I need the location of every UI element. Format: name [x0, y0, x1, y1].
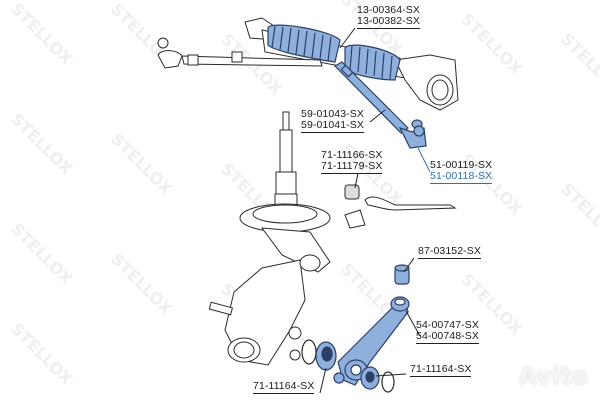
label-arm-bushing-top: 87-03152-SX — [418, 245, 481, 259]
label-stabilizer-bushing: 71-11166-SX 71-11179-SX — [321, 149, 383, 174]
part-number: 13-00382-SX — [357, 15, 420, 29]
label-tie-rod: 59-01043-SX 59-01041-SX — [301, 109, 364, 133]
left-tie-rod — [157, 37, 323, 69]
part-number: 54-00748-SX — [416, 330, 479, 344]
label-steering-rack-boot: 13-00364-SX 13-00382-SX — [357, 5, 420, 29]
svg-text:STELLOX: STELLOX — [7, 319, 76, 388]
part-number: 71-11164-SX — [410, 363, 472, 377]
part-number: 71-11166-SX — [321, 149, 383, 161]
silent-block-right — [360, 366, 395, 393]
svg-text:STELLOX: STELLOX — [107, 249, 176, 318]
svg-text:STELLOX: STELLOX — [7, 0, 76, 69]
svg-text:STELLOX: STELLOX — [557, 179, 600, 248]
label-tie-rod-end: 51-00119-SX 51-00118-SX — [430, 159, 493, 184]
label-control-arm: 54-00747-SX 54-00748-SX — [416, 320, 479, 344]
arm-bushing-top — [394, 264, 410, 285]
part-number: 13-00364-SX — [357, 4, 420, 16]
tie-rod-end — [398, 119, 427, 149]
part-number: 59-01043-SX — [301, 108, 364, 120]
svg-text:STELLOX: STELLOX — [457, 9, 526, 78]
part-number: 71-11179-SX — [321, 160, 383, 174]
part-number: 51-00119-SX — [430, 159, 493, 171]
part-number-highlighted: 51-00118-SX — [430, 170, 493, 184]
label-silent-block-right: 71-11164-SX — [410, 363, 472, 377]
svg-text:STELLOX: STELLOX — [107, 129, 176, 198]
inner-tie-rod — [334, 61, 409, 134]
part-number: 71-11164-SX — [253, 380, 315, 394]
strut-assembly — [239, 111, 331, 273]
svg-text:STELLOX: STELLOX — [7, 219, 76, 288]
steering-rack-boot-left — [267, 24, 341, 63]
svg-text:STELLOX: STELLOX — [7, 109, 76, 178]
leader-lines — [319, 27, 421, 394]
control-arm — [333, 296, 410, 386]
label-silent-block-left: 71-11164-SX — [253, 380, 315, 394]
part-number: 87-03152-SX — [418, 245, 481, 259]
avito-watermark: Avito — [518, 362, 588, 390]
leader-tie-rod-end — [417, 147, 431, 173]
part-number: 54-00747-SX — [416, 319, 479, 331]
steering-knuckle — [208, 254, 321, 366]
stabilizer-bar — [344, 184, 457, 229]
part-number: 59-01041-SX — [301, 119, 364, 133]
silent-block-left — [301, 339, 337, 371]
svg-text:STELLOX: STELLOX — [557, 29, 600, 98]
